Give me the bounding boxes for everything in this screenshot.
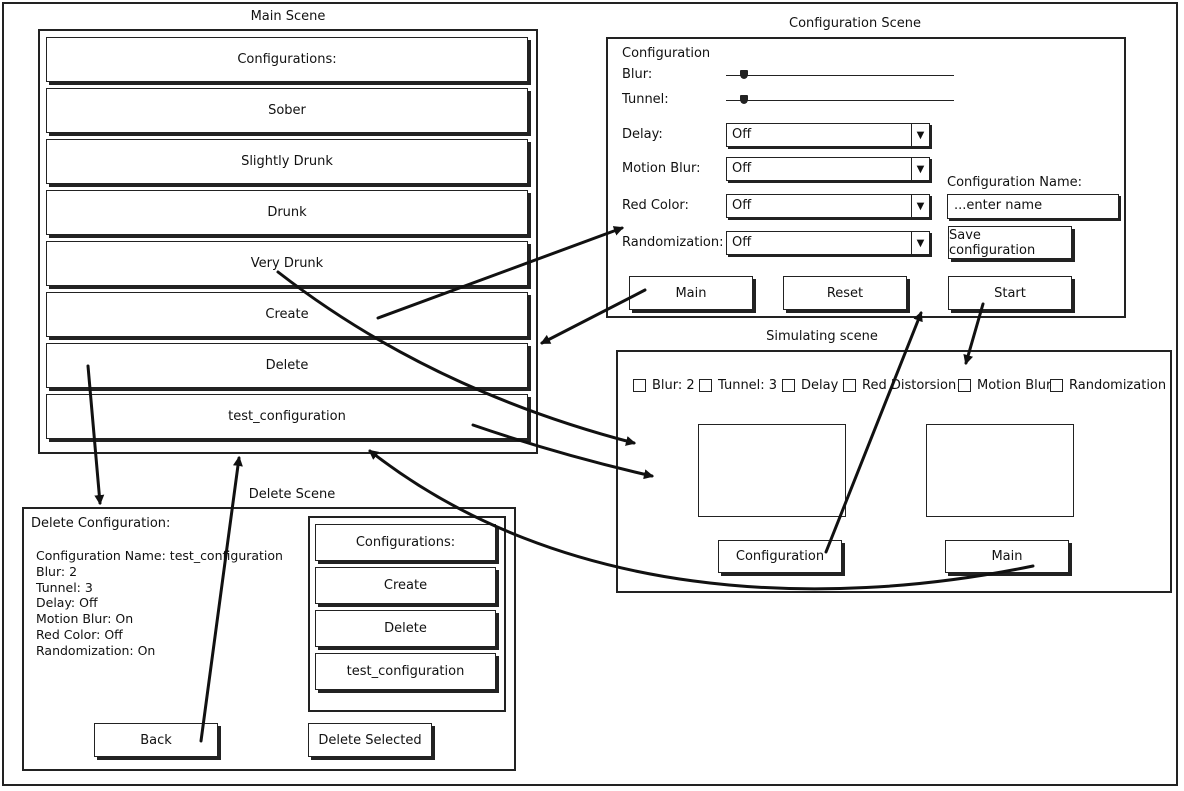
delete-list-header: Configurations: xyxy=(315,524,496,561)
delete-selected-button[interactable]: Delete Selected xyxy=(308,723,432,757)
detail-delay: Delay: Off xyxy=(36,595,98,611)
main-slightly-drunk-button[interactable]: Slightly Drunk xyxy=(46,139,528,184)
checkbox-icon[interactable] xyxy=(1050,379,1063,392)
config-scene-title: Configuration Scene xyxy=(789,16,921,31)
detail-randomization: Randomization: On xyxy=(36,642,156,658)
blur-slider[interactable] xyxy=(726,70,954,82)
blur-checkbox[interactable]: Blur: 2 xyxy=(633,378,695,393)
randomization-dropdown[interactable]: Off ▼ xyxy=(726,231,930,255)
save-configuration-button[interactable]: Save configuration xyxy=(948,226,1072,259)
delay-checkbox[interactable]: Delay xyxy=(782,378,838,393)
sim-configuration-button[interactable]: Configuration xyxy=(718,540,842,573)
chevron-down-icon[interactable]: ▼ xyxy=(911,124,929,146)
delay-dropdown-value: Off xyxy=(732,127,752,142)
detail-red-color: Red Color: Off xyxy=(36,626,123,642)
right-eye-view xyxy=(926,424,1074,517)
config-main-button[interactable]: Main xyxy=(629,276,753,310)
configuration-details: Configuration Name: test_configuration B… xyxy=(36,548,283,659)
main-delete-button[interactable]: Delete xyxy=(46,343,528,388)
chevron-down-icon[interactable]: ▼ xyxy=(911,232,929,254)
delete-configuration-heading: Delete Configuration: xyxy=(31,516,171,531)
delete-list-delete[interactable]: Delete xyxy=(315,610,496,647)
detail-tunnel: Tunnel: 3 xyxy=(36,579,93,595)
red-color-label: Red Color: xyxy=(622,198,689,213)
detail-motion-blur: Motion Blur: On xyxy=(36,611,134,627)
chevron-down-icon[interactable]: ▼ xyxy=(911,195,929,217)
detail-blur: Blur: 2 xyxy=(36,563,78,579)
delay-label: Delay: xyxy=(622,127,663,142)
main-very-drunk-button[interactable]: Very Drunk xyxy=(46,241,528,286)
main-create-button[interactable]: Create xyxy=(46,292,528,337)
checkbox-icon[interactable] xyxy=(782,379,795,392)
checkbox-icon[interactable] xyxy=(699,379,712,392)
blur-slider-knob[interactable] xyxy=(740,70,749,79)
red-color-dropdown[interactable]: Off ▼ xyxy=(726,194,930,218)
delay-dropdown[interactable]: Off ▼ xyxy=(726,123,930,147)
randomization-checkbox[interactable]: Randomization xyxy=(1050,378,1166,393)
main-drunk-button[interactable]: Drunk xyxy=(46,190,528,235)
main-test-configuration-button[interactable]: test_configuration xyxy=(46,394,528,439)
delete-list-create[interactable]: Create xyxy=(315,567,496,604)
back-button[interactable]: Back xyxy=(94,723,218,757)
main-sober-button[interactable]: Sober xyxy=(46,88,528,133)
tunnel-slider-knob[interactable] xyxy=(740,95,749,104)
sim-main-button[interactable]: Main xyxy=(945,540,1069,573)
red-distorsion-checkbox[interactable]: Red Distorsion xyxy=(843,378,956,393)
configuration-name-label: Configuration Name: xyxy=(947,175,1083,190)
randomization-dropdown-value: Off xyxy=(732,235,752,250)
blur-label: Blur: xyxy=(622,67,653,82)
checkbox-icon[interactable] xyxy=(633,379,646,392)
red-color-dropdown-value: Off xyxy=(732,198,752,213)
motion-blur-checkbox[interactable]: Motion Blur xyxy=(958,378,1051,393)
chevron-down-icon[interactable]: ▼ xyxy=(911,158,929,180)
delete-list-test-configuration[interactable]: test_configuration xyxy=(315,653,496,690)
checkbox-icon[interactable] xyxy=(958,379,971,392)
configuration-name-input[interactable]: ...enter name xyxy=(947,194,1119,219)
main-scene-title: Main Scene xyxy=(250,9,326,24)
detail-name: Configuration Name: test_configuration xyxy=(36,548,283,563)
config-start-button[interactable]: Start xyxy=(948,276,1072,310)
main-configurations-header: Configurations: xyxy=(46,37,528,82)
left-eye-view xyxy=(698,424,846,517)
sim-scene-title: Simulating scene xyxy=(766,329,878,344)
config-heading: Configuration xyxy=(622,46,711,61)
delete-scene-title: Delete Scene xyxy=(248,487,336,502)
config-reset-button[interactable]: Reset xyxy=(783,276,907,310)
motion-blur-dropdown[interactable]: Off ▼ xyxy=(726,157,930,181)
motion-blur-dropdown-value: Off xyxy=(732,161,752,176)
randomization-label: Randomization: xyxy=(622,235,724,250)
checkbox-icon[interactable] xyxy=(843,379,856,392)
tunnel-slider[interactable] xyxy=(726,95,954,107)
tunnel-checkbox[interactable]: Tunnel: 3 xyxy=(699,378,777,393)
tunnel-label: Tunnel: xyxy=(622,92,669,107)
motion-blur-label: Motion Blur: xyxy=(622,161,701,176)
